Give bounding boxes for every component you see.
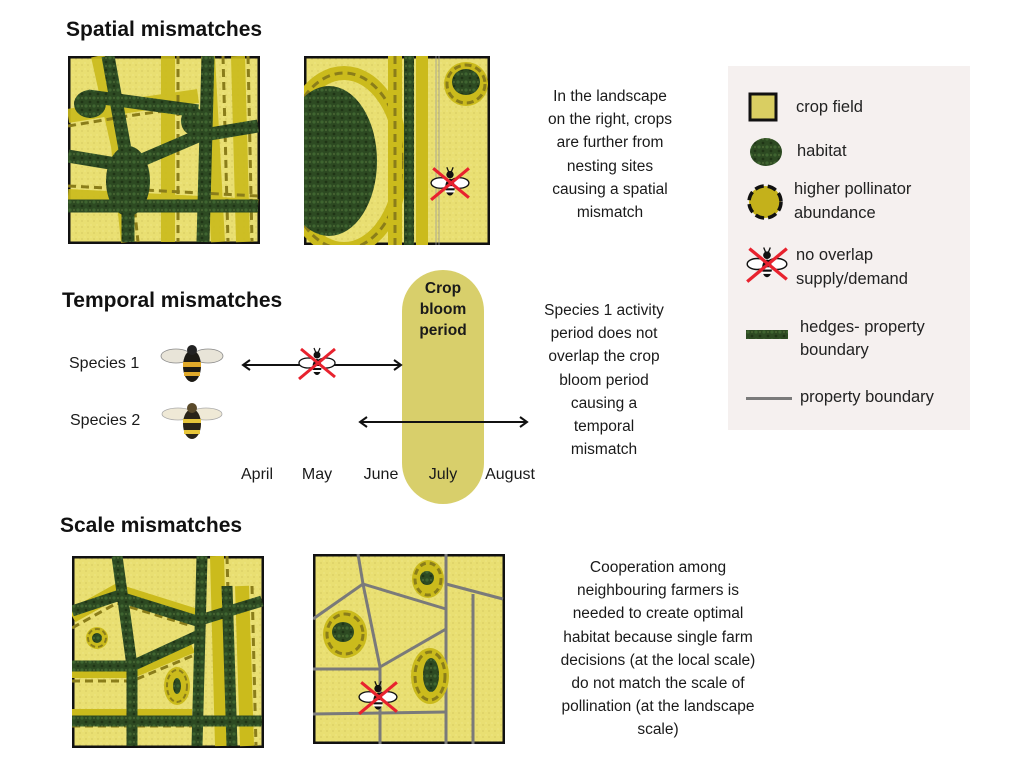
no-overlap-bee-icon bbox=[427, 162, 473, 204]
text-line: bloom period bbox=[559, 371, 649, 389]
crop-bloom-period-bar: Crop bloom period bbox=[402, 270, 484, 504]
species-2-label: Species 2 bbox=[70, 412, 141, 429]
bloom-label: period bbox=[419, 322, 467, 339]
text-line: In the landscape bbox=[553, 88, 667, 105]
text-line: needed to create optimal bbox=[572, 605, 744, 623]
fragmented-landscape-map bbox=[313, 554, 505, 744]
legend-label: habitat bbox=[797, 142, 847, 160]
legend: crop field habitat higher pollinator abu… bbox=[728, 66, 970, 430]
text-line: period does not bbox=[550, 325, 658, 343]
pollinator-abundance-icon bbox=[747, 184, 783, 220]
scale-title: Scale mismatches bbox=[60, 514, 243, 537]
text-line: temporal bbox=[573, 418, 635, 436]
cooperative-landscape-map bbox=[72, 556, 264, 748]
legend-label: abundance bbox=[794, 204, 876, 222]
temporal-title: Temporal mismatches bbox=[62, 289, 283, 312]
month-label: June bbox=[363, 466, 399, 483]
spatial-title: Spatial mismatches bbox=[66, 18, 263, 41]
text-line: Species 1 activity bbox=[544, 302, 664, 319]
temporal-description: Species 1 activity period does not overl… bbox=[494, 299, 714, 461]
legend-label: hedges- property bbox=[800, 318, 925, 336]
species-2-bee-icon bbox=[161, 403, 223, 439]
hedge-icon bbox=[746, 330, 788, 339]
text-line: habitat because single farm bbox=[563, 628, 753, 646]
text-line: pollination (at the landscape bbox=[561, 698, 755, 716]
month-label: August bbox=[485, 466, 535, 483]
text-line: do not match the scale of bbox=[571, 675, 745, 693]
species-1-bee-icon bbox=[160, 345, 224, 382]
text-line: causing a spatial bbox=[552, 180, 668, 198]
month-label: May bbox=[301, 466, 333, 483]
legend-label: boundary bbox=[800, 341, 869, 359]
bloom-label: bloom bbox=[419, 301, 467, 318]
text-line: on the right, crops bbox=[547, 111, 673, 129]
text-line: scale) bbox=[637, 721, 679, 739]
text-line: mismatch bbox=[570, 441, 638, 459]
month-label: July bbox=[428, 466, 458, 483]
text-line: nesting sites bbox=[566, 157, 654, 175]
legend-label: crop field bbox=[796, 98, 863, 116]
legend-label: property boundary bbox=[800, 388, 934, 406]
legend-label: higher pollinator bbox=[794, 180, 912, 198]
text-line: overlap the crop bbox=[548, 348, 660, 366]
month-label: April bbox=[240, 466, 274, 483]
activity-arrows bbox=[241, 359, 529, 428]
no-overlap-bee-icon bbox=[352, 676, 404, 718]
text-line: are further from bbox=[556, 134, 664, 152]
legend-label: no overlap bbox=[796, 246, 874, 264]
legend-label: supply/demand bbox=[796, 270, 908, 288]
text-line: mismatch bbox=[576, 204, 644, 222]
no-overlap-bee-icon bbox=[740, 242, 794, 286]
no-overlap-bee-icon bbox=[292, 343, 342, 383]
species-1-label: Species 1 bbox=[69, 355, 140, 372]
bloom-label: Crop bbox=[424, 280, 462, 297]
scale-description: Cooperation among neighbouring farmers i… bbox=[538, 556, 778, 742]
habitat-icon bbox=[750, 138, 782, 166]
simplified-landscape-map bbox=[304, 56, 490, 245]
crop-field-icon bbox=[748, 92, 778, 122]
text-line: decisions (at the local scale) bbox=[560, 651, 756, 669]
property-boundary-icon bbox=[746, 397, 792, 400]
text-line: neighbouring farmers is bbox=[577, 582, 739, 600]
text-line: causing a bbox=[570, 394, 638, 412]
spatial-description: In the landscape on the right, crops are… bbox=[500, 85, 720, 224]
text-line: Cooperation among bbox=[589, 559, 727, 576]
diverse-landscape-map bbox=[68, 56, 260, 244]
